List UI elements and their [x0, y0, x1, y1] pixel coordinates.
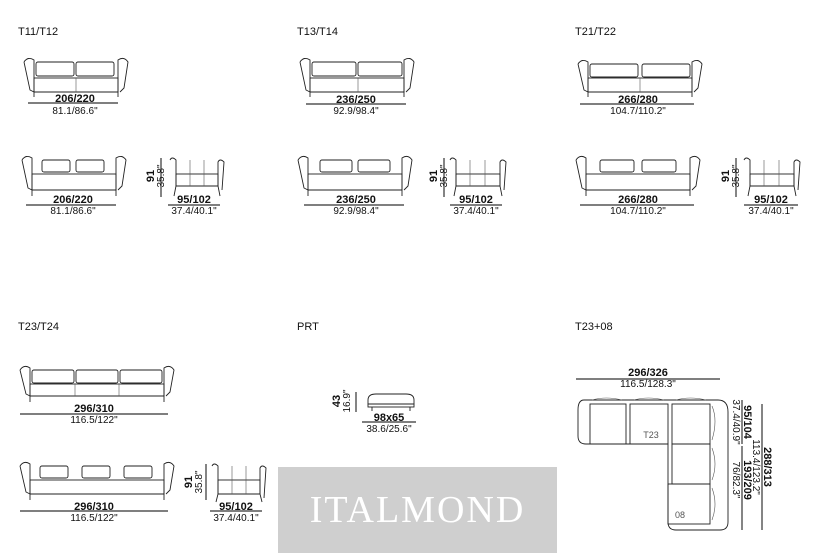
- total-inch: 113.4/123.2": [750, 439, 761, 495]
- sofa-front-view: [19, 461, 175, 500]
- width-cm: 266/280: [618, 94, 658, 106]
- width-cm: 236/250: [336, 194, 376, 206]
- section-t23: T23/T24 296/310 116.5/122" 296/310 116.5…: [18, 321, 267, 524]
- sofa-front-view: [575, 155, 701, 196]
- width-inch: 104.7/110.2": [610, 206, 666, 217]
- corner-sofa-plan: T23 08: [577, 397, 729, 531]
- sofa-side-view: [169, 157, 225, 197]
- height-cm: 91: [428, 170, 440, 182]
- height-inch: 35.8": [194, 470, 205, 493]
- width-cm: 296/310: [74, 403, 114, 415]
- size-inch: 38.6/25.6": [366, 424, 412, 435]
- width-cm: 236/250: [336, 94, 376, 106]
- long-inch: 76/82.3": [730, 462, 741, 499]
- depth-inch: 37.4/40.1": [171, 206, 217, 217]
- height-cm: 91: [720, 170, 732, 182]
- sofa-front-view: [299, 57, 415, 97]
- depth-cm: 95/102: [177, 194, 211, 206]
- depth-inch: 37.4/40.9": [730, 399, 741, 445]
- total-cm: 288/313: [761, 447, 773, 487]
- width-cm: 266/280: [618, 194, 658, 206]
- height-cm: 91: [145, 170, 157, 182]
- height-inch: 35.8": [439, 164, 450, 187]
- depth-cm: 95/102: [219, 501, 253, 513]
- module-label: T23: [643, 430, 659, 440]
- section-t11: T11/T12 206/220 81.1/86.6" 206/220 81.1/…: [18, 26, 225, 217]
- watermark-text: ITALMOND: [309, 489, 526, 531]
- depth-cm: 95/104: [741, 405, 753, 440]
- module-label: 08: [675, 510, 685, 520]
- height-inch: 35.8": [156, 164, 167, 187]
- width-inch: 116.5/122": [70, 415, 118, 426]
- section-t23-08: T23+08 296/326 116.5/128.3" T23 08 95/10…: [575, 321, 773, 531]
- depth-cm: 95/102: [754, 194, 788, 206]
- height-cm: 91: [183, 476, 195, 488]
- width-inch: 81.1/86.6": [52, 106, 98, 117]
- width-inch: 81.1/86.6": [50, 206, 96, 217]
- sofa-front-view: [21, 155, 127, 196]
- long-cm: 193/209: [741, 460, 753, 500]
- model-code: PRT: [297, 321, 319, 333]
- model-code: T23+08: [575, 321, 613, 333]
- width-cm: 206/220: [55, 93, 95, 105]
- size-cm: 98x65: [374, 412, 405, 424]
- model-code: T13/T14: [297, 26, 338, 38]
- height-inch: 35.8": [731, 164, 742, 187]
- width-inch: 116.5/128.3": [620, 379, 676, 390]
- section-t21: T21/T22 266/280 104.7/110.2" 266/280 104…: [575, 26, 801, 217]
- sofa-front-view: [297, 155, 413, 196]
- sofa-front-view: [577, 59, 703, 97]
- width-cm: 296/326: [628, 367, 668, 379]
- model-code: T23/T24: [18, 321, 59, 333]
- depth-inch: 37.4/40.1": [213, 513, 259, 524]
- sofa-side-view: [211, 463, 267, 503]
- width-inch: 104.7/110.2": [610, 106, 666, 117]
- width-inch: 116.5/122": [70, 513, 118, 524]
- sofa-side-view: [449, 157, 507, 197]
- pouf-view: [367, 393, 415, 411]
- model-code: T21/T22: [575, 26, 616, 38]
- height-inch: 16.9": [342, 389, 353, 412]
- sofa-side-view: [743, 157, 801, 197]
- width-inch: 92.9/98.4": [333, 206, 379, 217]
- section-prt: PRT 98x65 38.6/25.6" 43 16.9": [297, 321, 416, 435]
- model-code: T11/T12: [18, 26, 58, 38]
- width-inch: 92.9/98.4": [333, 106, 379, 117]
- height-cm: 43: [331, 395, 343, 407]
- width-cm: 296/310: [74, 501, 114, 513]
- section-t13: T13/T14 236/250 92.9/98.4" 236/250 92.9/…: [297, 26, 507, 217]
- sofa-front-view: [19, 365, 175, 402]
- width-cm: 206/220: [53, 194, 93, 206]
- depth-cm: 95/102: [459, 194, 493, 206]
- watermark-banner: ITALMOND: [278, 467, 557, 553]
- sofa-front-view: [23, 57, 129, 97]
- depth-inch: 37.4/40.1": [453, 206, 499, 217]
- depth-inch: 37.4/40.1": [748, 206, 794, 217]
